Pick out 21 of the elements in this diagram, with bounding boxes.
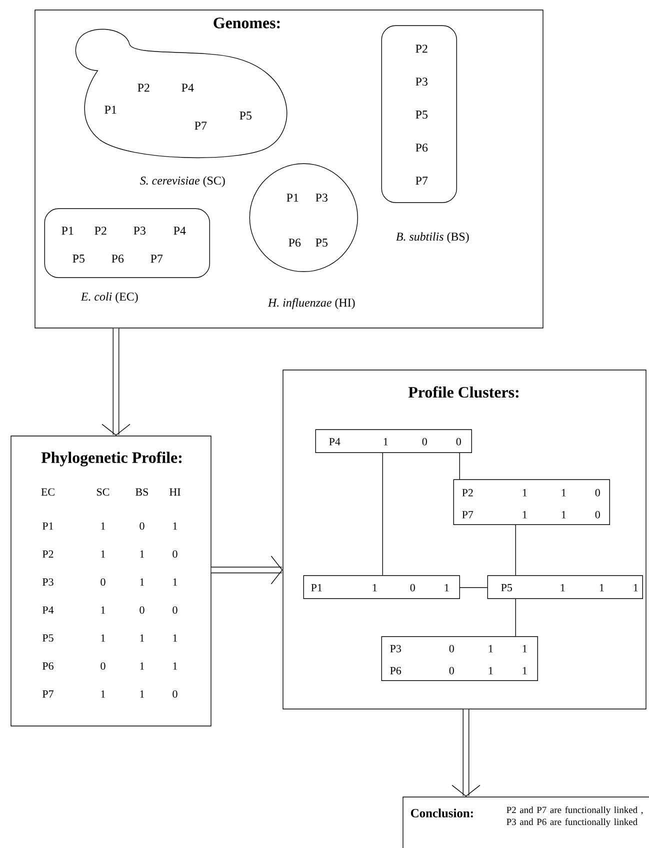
profile-table: Phylogenetic Profile: EC SC BS HI P1 1 0 1 P2 1 1 0 P3 0 1 1 P4 1 0 0 P5 1 1 1 P6 0 1 1 P7 1 1 0: [10, 436, 212, 726]
organism-outline: P2 P3 P5 P6 P7 B. subtilis (BS): [381, 25, 469, 244]
node-label: E. coli (EC): [80, 292, 138, 304]
connector-line: [515, 598, 516, 637]
double-arrow: [211, 556, 283, 584]
connector-line: [515, 524, 516, 576]
cluster-box: P1 1 0 1: [303, 575, 460, 599]
connector-line: [460, 587, 488, 588]
node-label: B. subtilis (BS): [396, 232, 469, 244]
connector-line: [459, 452, 460, 480]
cluster-box: P2 1 1 0 P7 1 1 0: [453, 479, 610, 525]
cluster-box: P5 1 1 1: [487, 575, 643, 599]
node-label: H. influenzae (HI): [268, 298, 355, 310]
conclusion-box: Conclusion: P2 and P7 are functionally linked , P3 and P6 are functionally linked: [402, 796, 649, 848]
cluster-box: P4 1 0 0: [315, 429, 472, 453]
double-arrow: [102, 328, 130, 436]
cluster-box: P3 0 1 1 P6 0 1 1: [381, 636, 538, 681]
node-label: S. cerevisiae (SC): [140, 176, 225, 188]
organism-outline: P1 P2 P3 P4 P5 P6 P7 E. coli (EC): [44, 208, 210, 304]
connector-line: [382, 452, 383, 576]
double-arrow: [452, 709, 480, 797]
